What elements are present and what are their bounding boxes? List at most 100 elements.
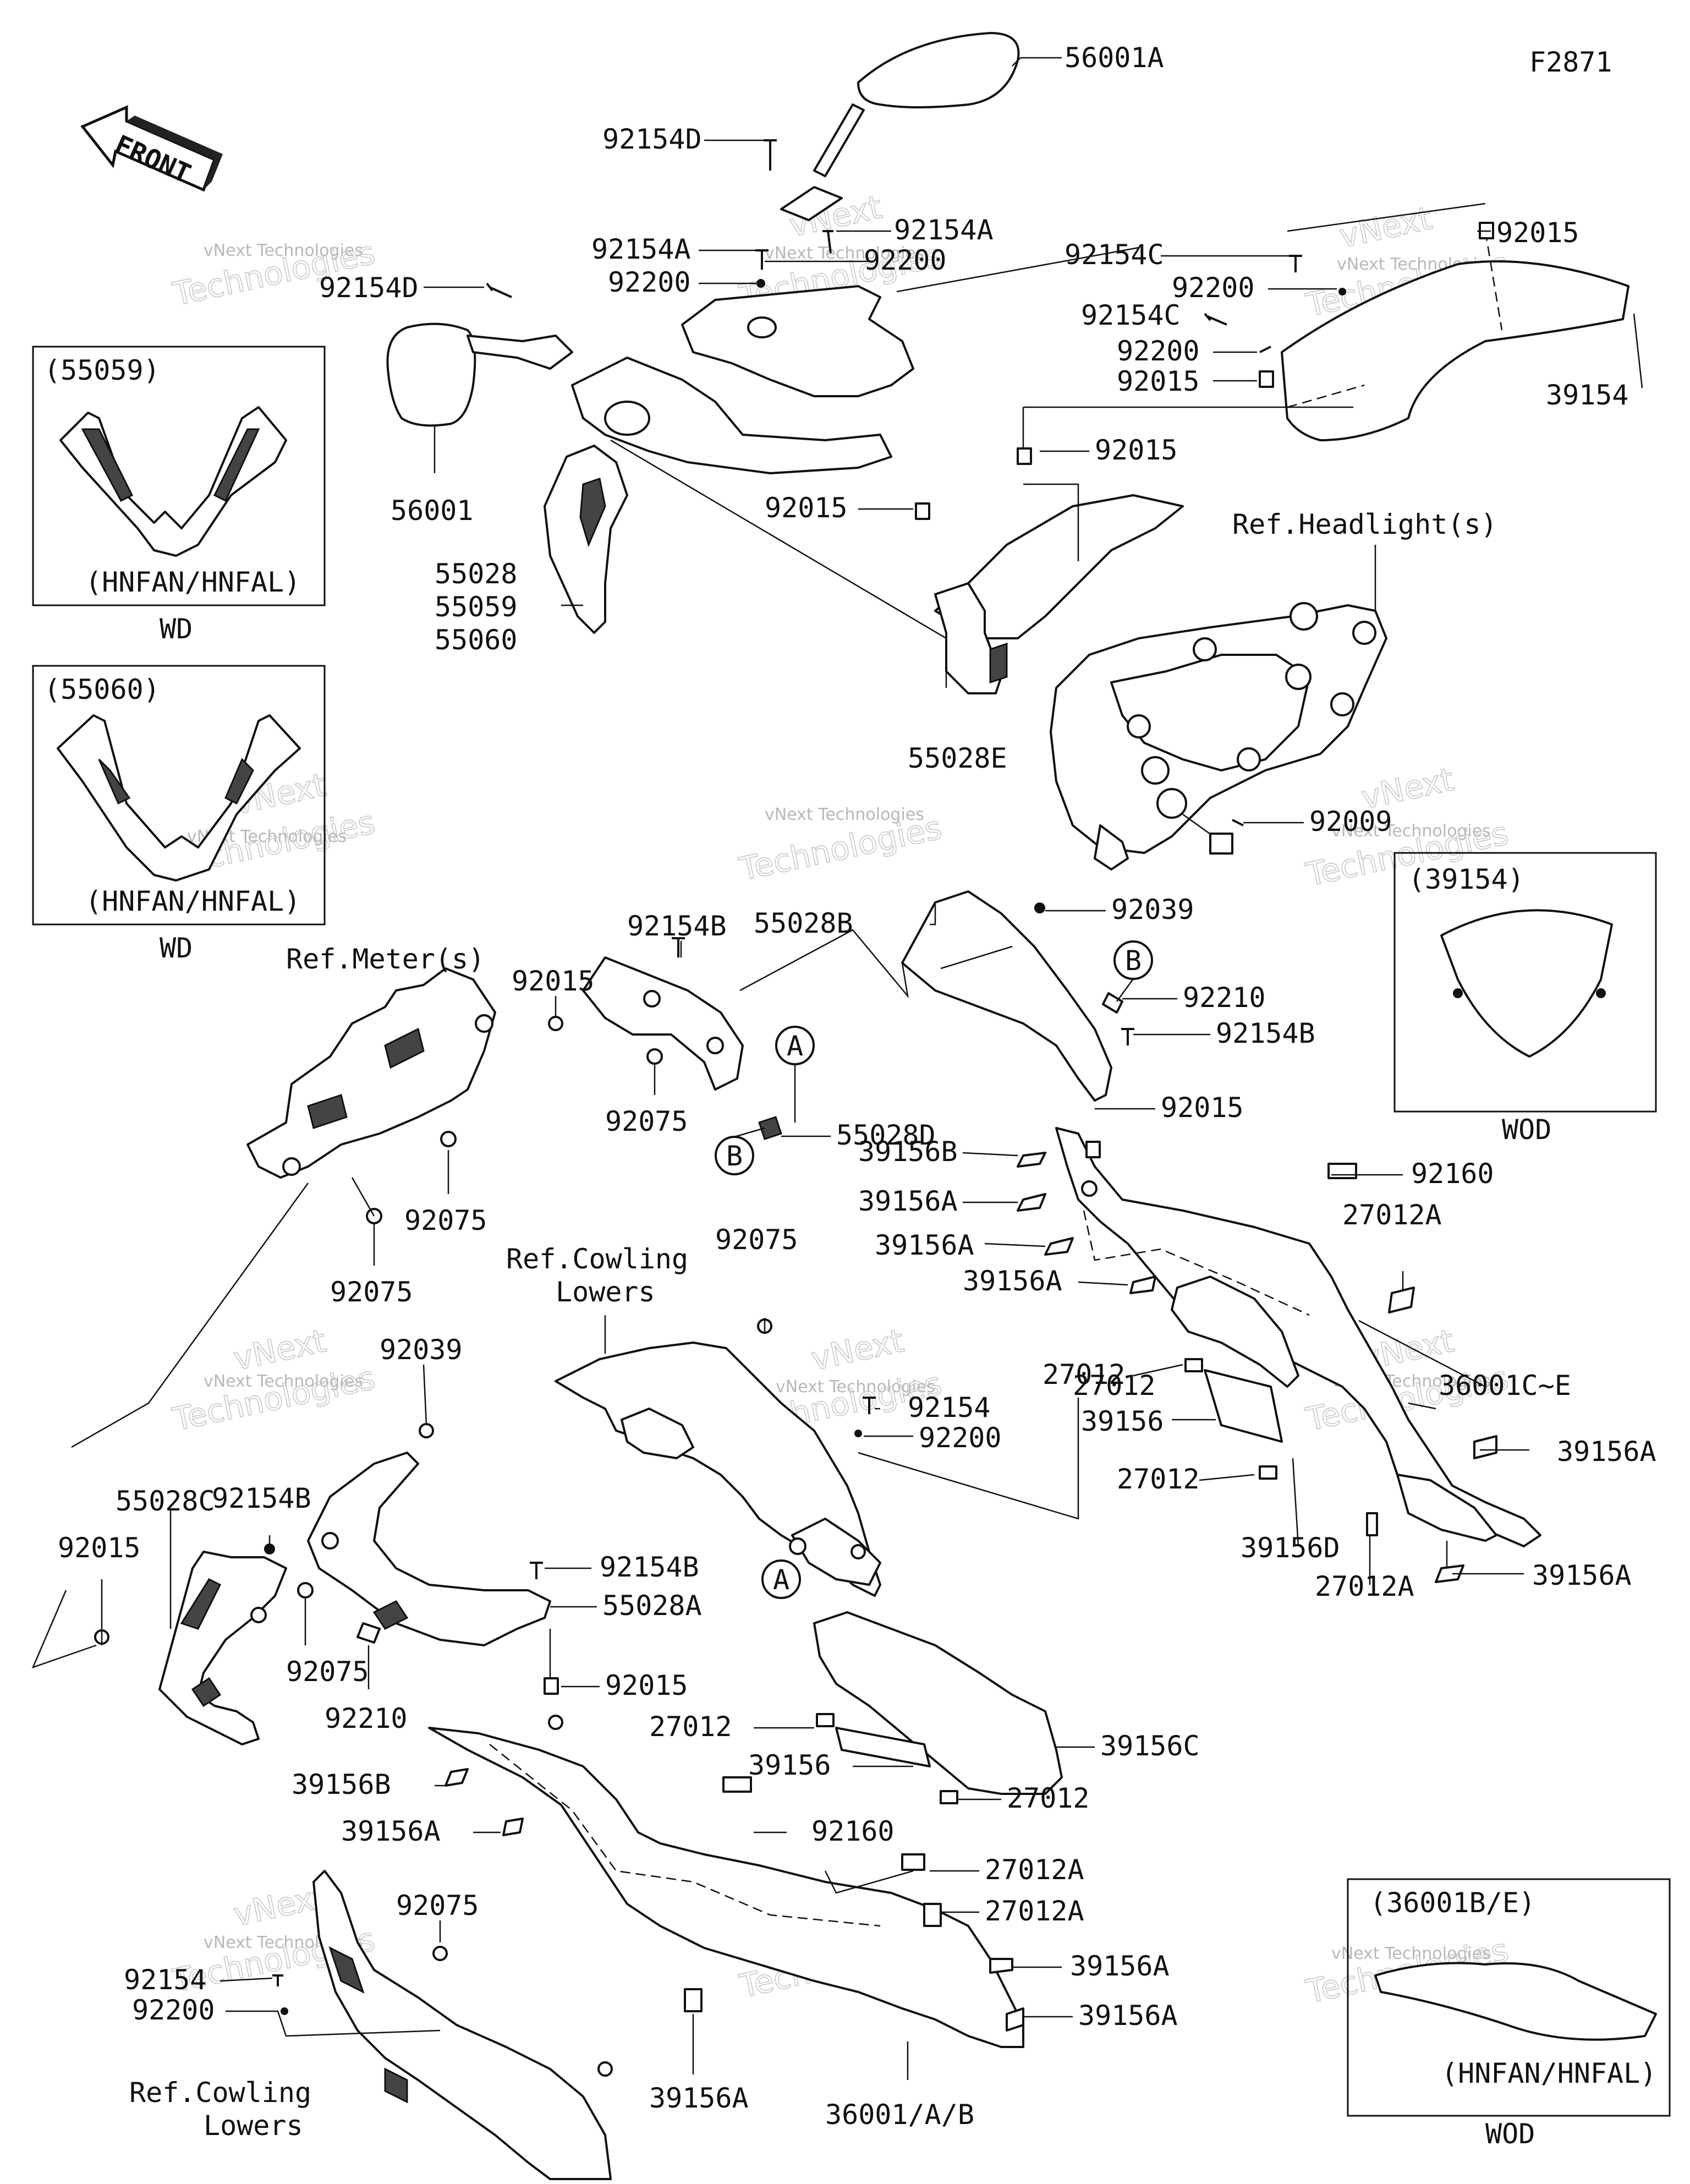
part-label: 39156A <box>1557 1436 1656 1468</box>
part-label: 55028 <box>435 558 518 590</box>
ref-cowling-lowers-line1: Ref.Cowling <box>129 2077 311 2109</box>
trim-39156C <box>813 1611 1063 1795</box>
mirror-base-drawing <box>780 186 843 221</box>
ref-headlight: Ref.Headlight(s) <box>1232 508 1497 540</box>
part-labels: 56001A 92154D 92154A 92154A 92200 92200 … <box>58 42 1656 2142</box>
part-label: 92015 <box>1161 1092 1244 1124</box>
part-label: 39156B <box>858 1136 958 1168</box>
part-label: 92160 <box>811 1815 895 1847</box>
leader-line <box>1633 313 1643 388</box>
leader-line <box>930 902 936 926</box>
grommet-icon <box>544 1677 559 1695</box>
part-label: 56001A <box>1065 42 1164 74</box>
panel-drawing <box>158 1551 287 1745</box>
meter-cover <box>246 967 496 1179</box>
inner-panel-drawing <box>571 357 892 474</box>
decal-group <box>445 1152 1497 2032</box>
watermark-text: vNext Technologies <box>765 244 924 263</box>
part-label: 92154 <box>124 1964 207 1996</box>
part-label: 92015 <box>765 492 848 524</box>
mount-hole <box>1127 714 1151 738</box>
callout-circle <box>761 1559 801 1599</box>
part-label: 92015 <box>605 1670 688 1701</box>
part-label: 55060 <box>435 624 518 656</box>
decal-icon <box>1129 1276 1156 1294</box>
inset-frame <box>1393 852 1657 1113</box>
watermark-text: vNext Technologies <box>1331 822 1491 841</box>
part-label: 92075 <box>396 1890 479 1922</box>
inset-part-number: (39154) <box>1408 863 1524 895</box>
mount-hole <box>1285 664 1312 690</box>
leader-lines <box>31 57 1643 2080</box>
mount-hole <box>1290 602 1318 631</box>
panel-shading <box>579 478 606 548</box>
part-label: 92200 <box>1117 335 1200 367</box>
part-label: 92210 <box>1183 982 1266 1014</box>
inset-part-number: (55060) <box>44 674 160 705</box>
screw-head-icon <box>264 1543 275 1554</box>
duct-shading <box>989 642 1008 684</box>
leader-line <box>31 1579 103 1669</box>
leader-line <box>1078 1281 1128 1286</box>
grommet-icon <box>1259 370 1274 388</box>
nut-icon <box>297 1582 314 1599</box>
mount-hole <box>548 1715 563 1730</box>
part-label: 92075 <box>715 1224 798 1256</box>
windshield-39154 <box>1281 231 1629 441</box>
leader-line <box>734 1127 765 1138</box>
fairing-lower-36001AB <box>428 1715 1024 2048</box>
inset-39154: (39154) WOD <box>1393 852 1657 1146</box>
part-label: 27012A <box>1315 1570 1414 1602</box>
mount-hole <box>1141 756 1170 785</box>
leader-line <box>1116 978 1134 1002</box>
bracket-55028D <box>582 956 782 1140</box>
ref-cowling-lowers-line2: Lowers <box>204 2110 303 2142</box>
hidden-line <box>489 1744 881 1927</box>
mirror-glass-drawing <box>857 32 1020 108</box>
part-label: 27012 <box>1042 1359 1126 1391</box>
inset-frame <box>32 346 326 606</box>
leader-line <box>1012 57 1062 67</box>
cowling-lower-left-ref <box>312 1870 613 2180</box>
headlight-cover-shading <box>98 758 254 805</box>
decal-icon <box>684 1988 703 2012</box>
inset-part-number: (36001B/E) <box>1370 1887 1535 1919</box>
leader-line <box>858 1398 1079 1520</box>
screw-icon <box>755 249 769 270</box>
leader-line <box>962 1152 1018 1157</box>
fairing-drawing <box>428 1727 1024 2048</box>
screw-head-icon <box>1034 902 1045 913</box>
leader-line <box>759 260 869 284</box>
cowling-lower-center <box>555 1342 881 1597</box>
screw-icon <box>1232 819 1244 826</box>
part-label: 92015 <box>58 1532 141 1564</box>
part-label: 27012 <box>1117 1463 1200 1495</box>
part-label: 92154A <box>894 214 994 246</box>
part-label: 39156C <box>1100 1730 1200 1762</box>
mount-hole <box>1156 788 1187 819</box>
panel-shading <box>180 1578 222 1707</box>
part-label: 27012A <box>985 1854 1084 1886</box>
part-label: 55059 <box>435 591 518 623</box>
part-label: 92154 <box>908 1392 991 1424</box>
inner-duct-55028E <box>934 494 1184 694</box>
decal-icon <box>940 1790 958 1804</box>
part-label: 39156 <box>748 1749 831 1781</box>
hidden-line <box>1083 1210 1310 1316</box>
inset-variant: WOD <box>1502 1114 1551 1146</box>
cowling-shading <box>328 1946 408 2104</box>
nut-icon <box>419 1423 434 1438</box>
headlight-cover-shading <box>81 428 260 502</box>
part-label: 27012A <box>985 1895 1084 1927</box>
inset-variant: WD <box>160 613 193 645</box>
leader-line <box>1023 483 1079 561</box>
mount-hole <box>321 1532 339 1550</box>
bracket-drawing <box>681 285 914 397</box>
watermark-text: vNext Technologies <box>776 1377 935 1397</box>
part-label: 92015 <box>1496 217 1579 249</box>
panel-55028A <box>307 1452 551 1646</box>
inset-36001: (36001B/E) (HNFAN/HNFAL) WOD <box>1347 1878 1671 2150</box>
watermark-text: Technologies <box>169 1359 378 1438</box>
part-label: 27012 <box>649 1711 732 1743</box>
